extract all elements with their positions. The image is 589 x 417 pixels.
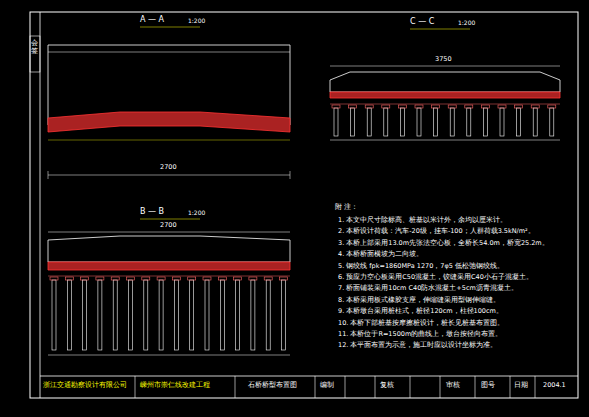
scale: 1:200 (188, 18, 205, 25)
pier-column (384, 108, 388, 136)
pier-column (129, 280, 133, 350)
pier-cap (142, 277, 150, 280)
pier-cap (127, 277, 135, 280)
title-cell: 嵊州市崇仁线改建工程 (140, 382, 210, 389)
pier-cap (50, 277, 58, 280)
pier-cap (280, 277, 288, 280)
pier-cap (203, 277, 211, 280)
pier-cap (349, 105, 357, 108)
note-line: 8. 本桥采用板式橡胶支座，伸缩缝采用型钢伸缩缝。 (338, 297, 500, 304)
pier-column (113, 280, 117, 350)
pier-column (400, 108, 404, 136)
title-cell: 审核 (446, 382, 460, 389)
pier-cap (157, 277, 165, 280)
pier-column (83, 280, 87, 350)
pier-cap (188, 277, 196, 280)
title-cell: 浙江交通勘察设计有限公司 (43, 382, 127, 389)
side-stamp: 会签 (31, 40, 38, 55)
pier-column (367, 108, 371, 136)
pier-column (174, 280, 178, 350)
pier-cap (65, 277, 73, 280)
pier-cap (382, 105, 390, 108)
note-line: 5. 钢绞线 fpk=1860MPa 1270，7φ5 低松弛钢绞线。 (338, 263, 504, 270)
pier-column (236, 280, 240, 350)
note-line: 4. 本桥桥面横坡为二向坡。 (338, 251, 423, 258)
pier-column (220, 280, 224, 350)
pier-cap (498, 105, 506, 108)
pier-cap (365, 105, 373, 108)
pier-cap (332, 105, 340, 108)
note-line: 10. 本桥下部桩基按摩擦桩设计，桩长见桩基布置图。 (338, 320, 504, 327)
section-title: C — C (410, 18, 434, 27)
note-line: 11. 本桥位于R=1500m的曲线上，墩台按径向布置。 (338, 331, 502, 338)
pier-cap (531, 105, 539, 108)
pier-cap (234, 277, 242, 280)
pier-column (67, 280, 71, 350)
pier-cap (96, 277, 104, 280)
note-line: 6. 预应力空心板采用C50混凝土，铰缝采用C40小石子混凝土。 (338, 274, 533, 281)
notes-heading: 附 注： (335, 204, 358, 212)
pier-column (483, 108, 487, 136)
pier-column (52, 280, 56, 350)
title-cell: 石桥桥型布置图 (248, 382, 297, 389)
pier-cap (249, 277, 257, 280)
note-line: 3. 本桥上部采用13.0m先张法空心板，全桥长54.0m，桥宽25.2m。 (338, 240, 549, 247)
pier-column (334, 108, 338, 136)
pier-cap (448, 105, 456, 108)
section-title: A — A (140, 16, 164, 25)
pier-column (434, 108, 438, 136)
pier-column (533, 108, 537, 136)
scale: 1:200 (458, 20, 475, 27)
title-cell: 日期 (514, 382, 528, 389)
pier-column (266, 280, 270, 350)
dimension: 2700 (160, 164, 177, 171)
note-line: 12. 本平面布置为示意，施工时应以设计坐标为准。 (338, 342, 497, 349)
scale: 1:200 (188, 210, 205, 217)
pier-column (144, 280, 148, 350)
title-cell: 图号 (481, 382, 495, 389)
title-cell: 2004.1 (543, 382, 566, 389)
pier-column (450, 108, 454, 136)
title-cell: 编制 (320, 382, 334, 389)
note-line: 2. 本桥设计荷载：汽车-20级，挂车-100；人群荷载3.5kN/m²。 (338, 228, 535, 235)
pier-column (159, 280, 163, 350)
pier-cap (218, 277, 226, 280)
pier-cap (415, 105, 423, 108)
pier-cap (432, 105, 440, 108)
pier-cap (398, 105, 406, 108)
pier-cap (548, 105, 556, 108)
section-title: B — B (140, 208, 164, 217)
note-line: 9. 本桥墩台采用桩柱式，桩径120cm，柱径100cm。 (338, 308, 503, 315)
pier-cap (515, 105, 523, 108)
dimension: 3750 (435, 56, 452, 63)
pier-column (351, 108, 355, 136)
pier-column (190, 280, 194, 350)
pier-column (251, 280, 255, 350)
pier-column (517, 108, 521, 136)
pier-cap (81, 277, 89, 280)
pier-column (467, 108, 471, 136)
pier-column (500, 108, 504, 136)
pier-cap (481, 105, 489, 108)
pier-column (205, 280, 209, 350)
note-line: 7. 桥面铺装采用10cm C40防水混凝土+5cm沥青混凝土。 (338, 285, 518, 292)
pier-column (282, 280, 286, 350)
pier-cap (264, 277, 272, 280)
pier-column (550, 108, 554, 136)
pier-column (417, 108, 421, 136)
title-cell: 复核 (380, 382, 394, 389)
pier-cap (465, 105, 473, 108)
note-line: 1. 本文中尺寸除标高、桩基以米计外，余均以厘米计。 (338, 217, 507, 224)
dimension: 2700 (160, 222, 177, 229)
pier-column (98, 280, 102, 350)
pier-cap (172, 277, 180, 280)
pier-cap (111, 277, 119, 280)
